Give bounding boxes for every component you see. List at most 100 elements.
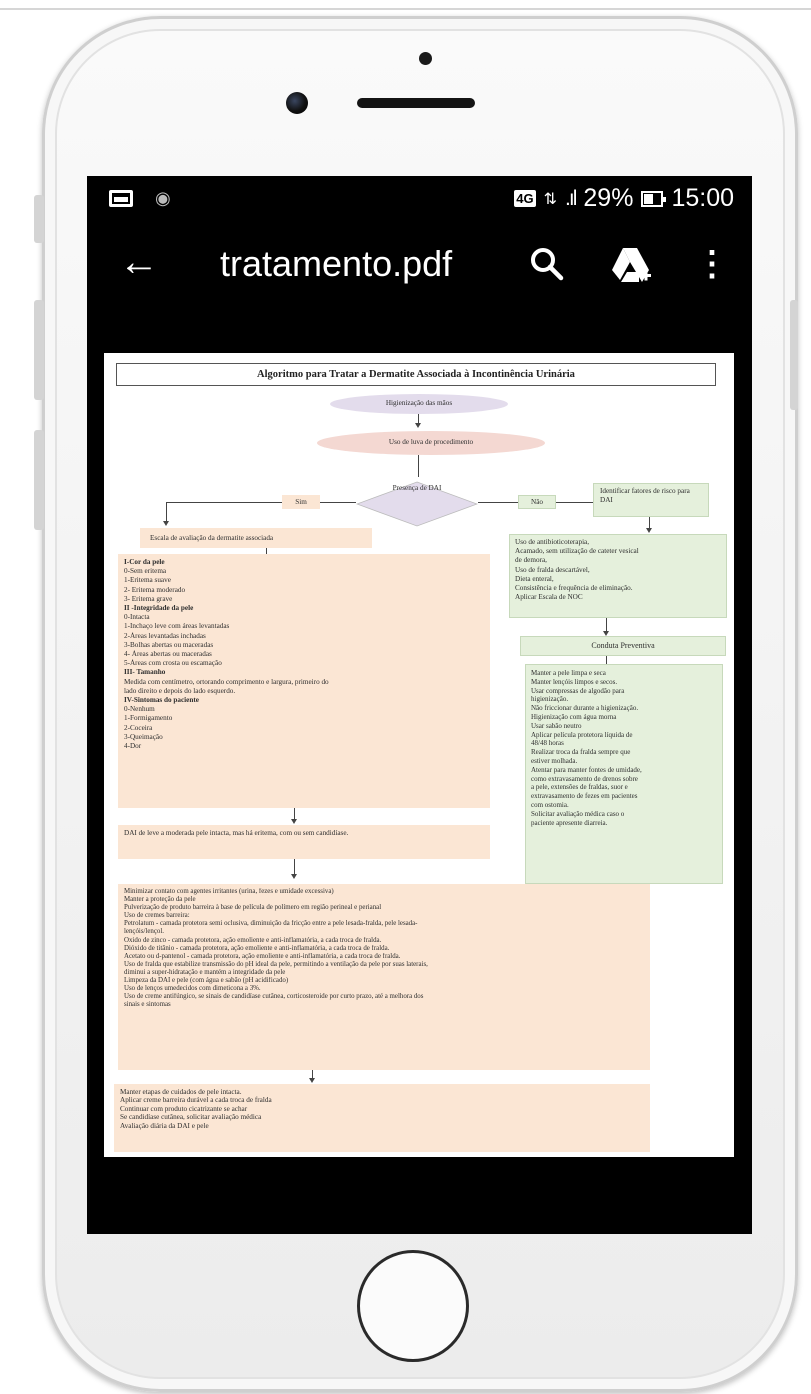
pdf-page[interactable]: Algoritmo para Tratar a Dermatite Associ… <box>104 353 734 1157</box>
treatment-item: Dióxido de titânio - camada protetora, a… <box>124 944 390 952</box>
connector-arrow <box>603 631 609 636</box>
risk-factor-item: Acamado, sem utilização de cateter vesic… <box>515 547 639 556</box>
scale-item: IV-Sintomas do paciente <box>124 696 199 705</box>
scale-item: 3-Queimação <box>124 732 163 741</box>
preventive-item: como extravasamento de drenos sobre <box>531 774 638 783</box>
preventive-item: paciente apresente diarreia. <box>531 818 608 827</box>
connector <box>166 502 167 522</box>
preventive-item: Aplicar película protetora líquida de <box>531 730 633 739</box>
risk-factor-item: Consistência e frequência de eliminação. <box>515 584 633 593</box>
treatment-item: Manter a proteção da pele <box>124 896 196 904</box>
arrow-left-icon[interactable]: ← <box>119 240 159 284</box>
preventive-item: Atentar para manter fontes de umidade, <box>531 765 642 774</box>
preventive-item: extravasamento de fezes em pacientes <box>531 792 638 801</box>
scale-item: 2-Coceira <box>124 723 153 732</box>
scale-item: 0-Intacta <box>124 613 150 622</box>
preventive-item: 48/48 horas <box>531 739 564 748</box>
preventive-item: a pele, extensões de fraldas, suor e <box>531 783 628 792</box>
flowchart-title: Algoritmo para Tratar a Dermatite Associ… <box>116 363 716 386</box>
treatment-box: Minimizar contato com agentes irritantes… <box>118 884 650 1070</box>
risk-factor-item: Uso de antibioticoterapia, <box>515 538 590 546</box>
phone-screen: ◉ 4G ⇅ .ıl 29% 15:00 ← tratamento.pdf ⋮ … <box>87 176 752 1234</box>
preventive-item: com ostomia. <box>531 800 569 809</box>
treatment-item: Uso de lenços umedecidos com dimeticona … <box>124 985 261 993</box>
connector <box>166 502 356 503</box>
treatment-item: Acetato ou d-pantenol - camada protetora… <box>124 952 401 960</box>
connector-arrow <box>163 521 169 526</box>
treatment-item: Limpeza da DAI e pele (com água e sabão … <box>124 977 289 985</box>
scale-item: 0-Sem eritema <box>124 567 167 576</box>
connector <box>312 1070 313 1080</box>
scale-item: 3- Eritema grave <box>124 594 173 603</box>
home-button[interactable] <box>357 1250 469 1362</box>
signal-bars-icon: .ıl <box>565 186 577 210</box>
connector <box>294 808 295 820</box>
app-bar: ← tratamento.pdf ⋮ <box>87 226 752 306</box>
maintenance-item: Manter etapas de cuidados de pele intact… <box>120 1088 242 1096</box>
earpiece-speaker <box>357 98 475 108</box>
volume-up-button <box>34 195 44 243</box>
top-rule <box>0 8 811 10</box>
connector-arrow <box>646 528 652 533</box>
maintenance-item: Se candidíase cutânea, solicitar avaliaç… <box>120 1113 262 1122</box>
connector <box>649 517 650 529</box>
more-vert-icon[interactable]: ⋮ <box>695 245 729 283</box>
treatment-item: Uso de cremes barreira: <box>124 912 190 920</box>
treatment-item: diminui a super-hidratação e mantém a in… <box>124 968 286 976</box>
scale-item: 1-Inchaço leve com áreas levantadas <box>124 622 230 631</box>
scale-item: 0-Nenhum <box>124 705 155 714</box>
connector-arrow <box>291 874 297 879</box>
step-gloves: Uso de luva de procedimento <box>317 431 545 455</box>
maintenance-item: Avaliação diária da DAI e pele <box>120 1121 209 1130</box>
network-type: 4G <box>514 190 536 207</box>
data-activity-icon: ⇅ <box>543 190 558 208</box>
google-drive-add-icon[interactable] <box>609 244 653 288</box>
status-bar: ◉ 4G ⇅ .ıl 29% 15:00 <box>87 176 752 224</box>
preventive-item: Manter lençóis limpos e secos. <box>531 677 618 686</box>
proximity-sensor <box>419 52 432 65</box>
connector <box>418 414 419 424</box>
risk-factors-box: Uso de antibioticoterapia, Acamado, sem … <box>509 534 727 618</box>
preventive-item: Higienização com água morna <box>531 712 617 721</box>
preventive-box: Manter a pele limpa e seca Manter lençói… <box>525 664 723 884</box>
risk-factor-item: de demora, <box>515 556 547 565</box>
treatment-item: Óxido de zinco - camada protetora, ação … <box>124 936 382 944</box>
scale-item: 2-Áreas levantadas inchadas <box>124 631 206 640</box>
maintenance-item: Continuar com produto cicatrizante se ac… <box>120 1104 248 1113</box>
preventive-item: estiver molhada. <box>531 756 578 765</box>
preventive-title: Conduta Preventiva <box>520 636 726 656</box>
treatment-item: Uso de creme antifúngico, se sinais de c… <box>124 993 424 1001</box>
connector <box>606 618 607 632</box>
connector-arrow <box>309 1078 315 1083</box>
maintenance-item: Aplicar creme barreira durável a cada tr… <box>120 1096 272 1105</box>
image-notification-icon <box>109 190 133 207</box>
scale-item: II -Integridade da pele <box>124 604 194 613</box>
connector <box>418 455 419 477</box>
assessment-scale: I-Cor da pele 0-Sem eritema 1-Eritema su… <box>118 554 490 808</box>
connector <box>294 859 295 875</box>
scale-item: Medida com centímetro, ortorando comprim… <box>124 677 329 686</box>
preventive-item: Usar sabão neutro <box>531 721 582 730</box>
treatment-item: Petrolatum - camada protetora semi oclus… <box>124 920 418 928</box>
scale-item: 3-Bolhas abertas ou maceradas <box>124 640 214 649</box>
connector <box>266 548 267 554</box>
treatment-item: Minimizar contato com agentes irritantes… <box>124 888 334 895</box>
power-button <box>790 300 798 410</box>
decision-diamond <box>356 481 478 527</box>
identify-risk-factors: Identificar fatores de risco para DAI <box>593 483 709 517</box>
risk-factor-item: Uso de fralda descartável, <box>515 565 590 574</box>
scale-label: Escala de avaliação da dermatite associa… <box>140 528 372 548</box>
scale-item: 4- Áreas abertas ou maceradas <box>124 650 212 659</box>
step-hand-hygiene: Higienização das mãos <box>330 394 508 414</box>
search-icon[interactable] <box>527 244 567 284</box>
document-title: tratamento.pdf <box>220 243 453 284</box>
risk-factor-item: Dieta enteral, <box>515 574 554 583</box>
risk-factor-item: Aplicar Escala de NOC <box>515 593 583 602</box>
treatment-item: Pulverização de produto barreira à base … <box>124 904 382 912</box>
yes-label: Sim <box>282 495 320 509</box>
hotspot-icon: ◉ <box>155 188 171 208</box>
battery-icon <box>641 190 667 207</box>
preventive-item: Não friccionar durante a higienização. <box>531 704 639 713</box>
battery-percent: 29% <box>583 184 634 212</box>
connector <box>606 656 607 664</box>
